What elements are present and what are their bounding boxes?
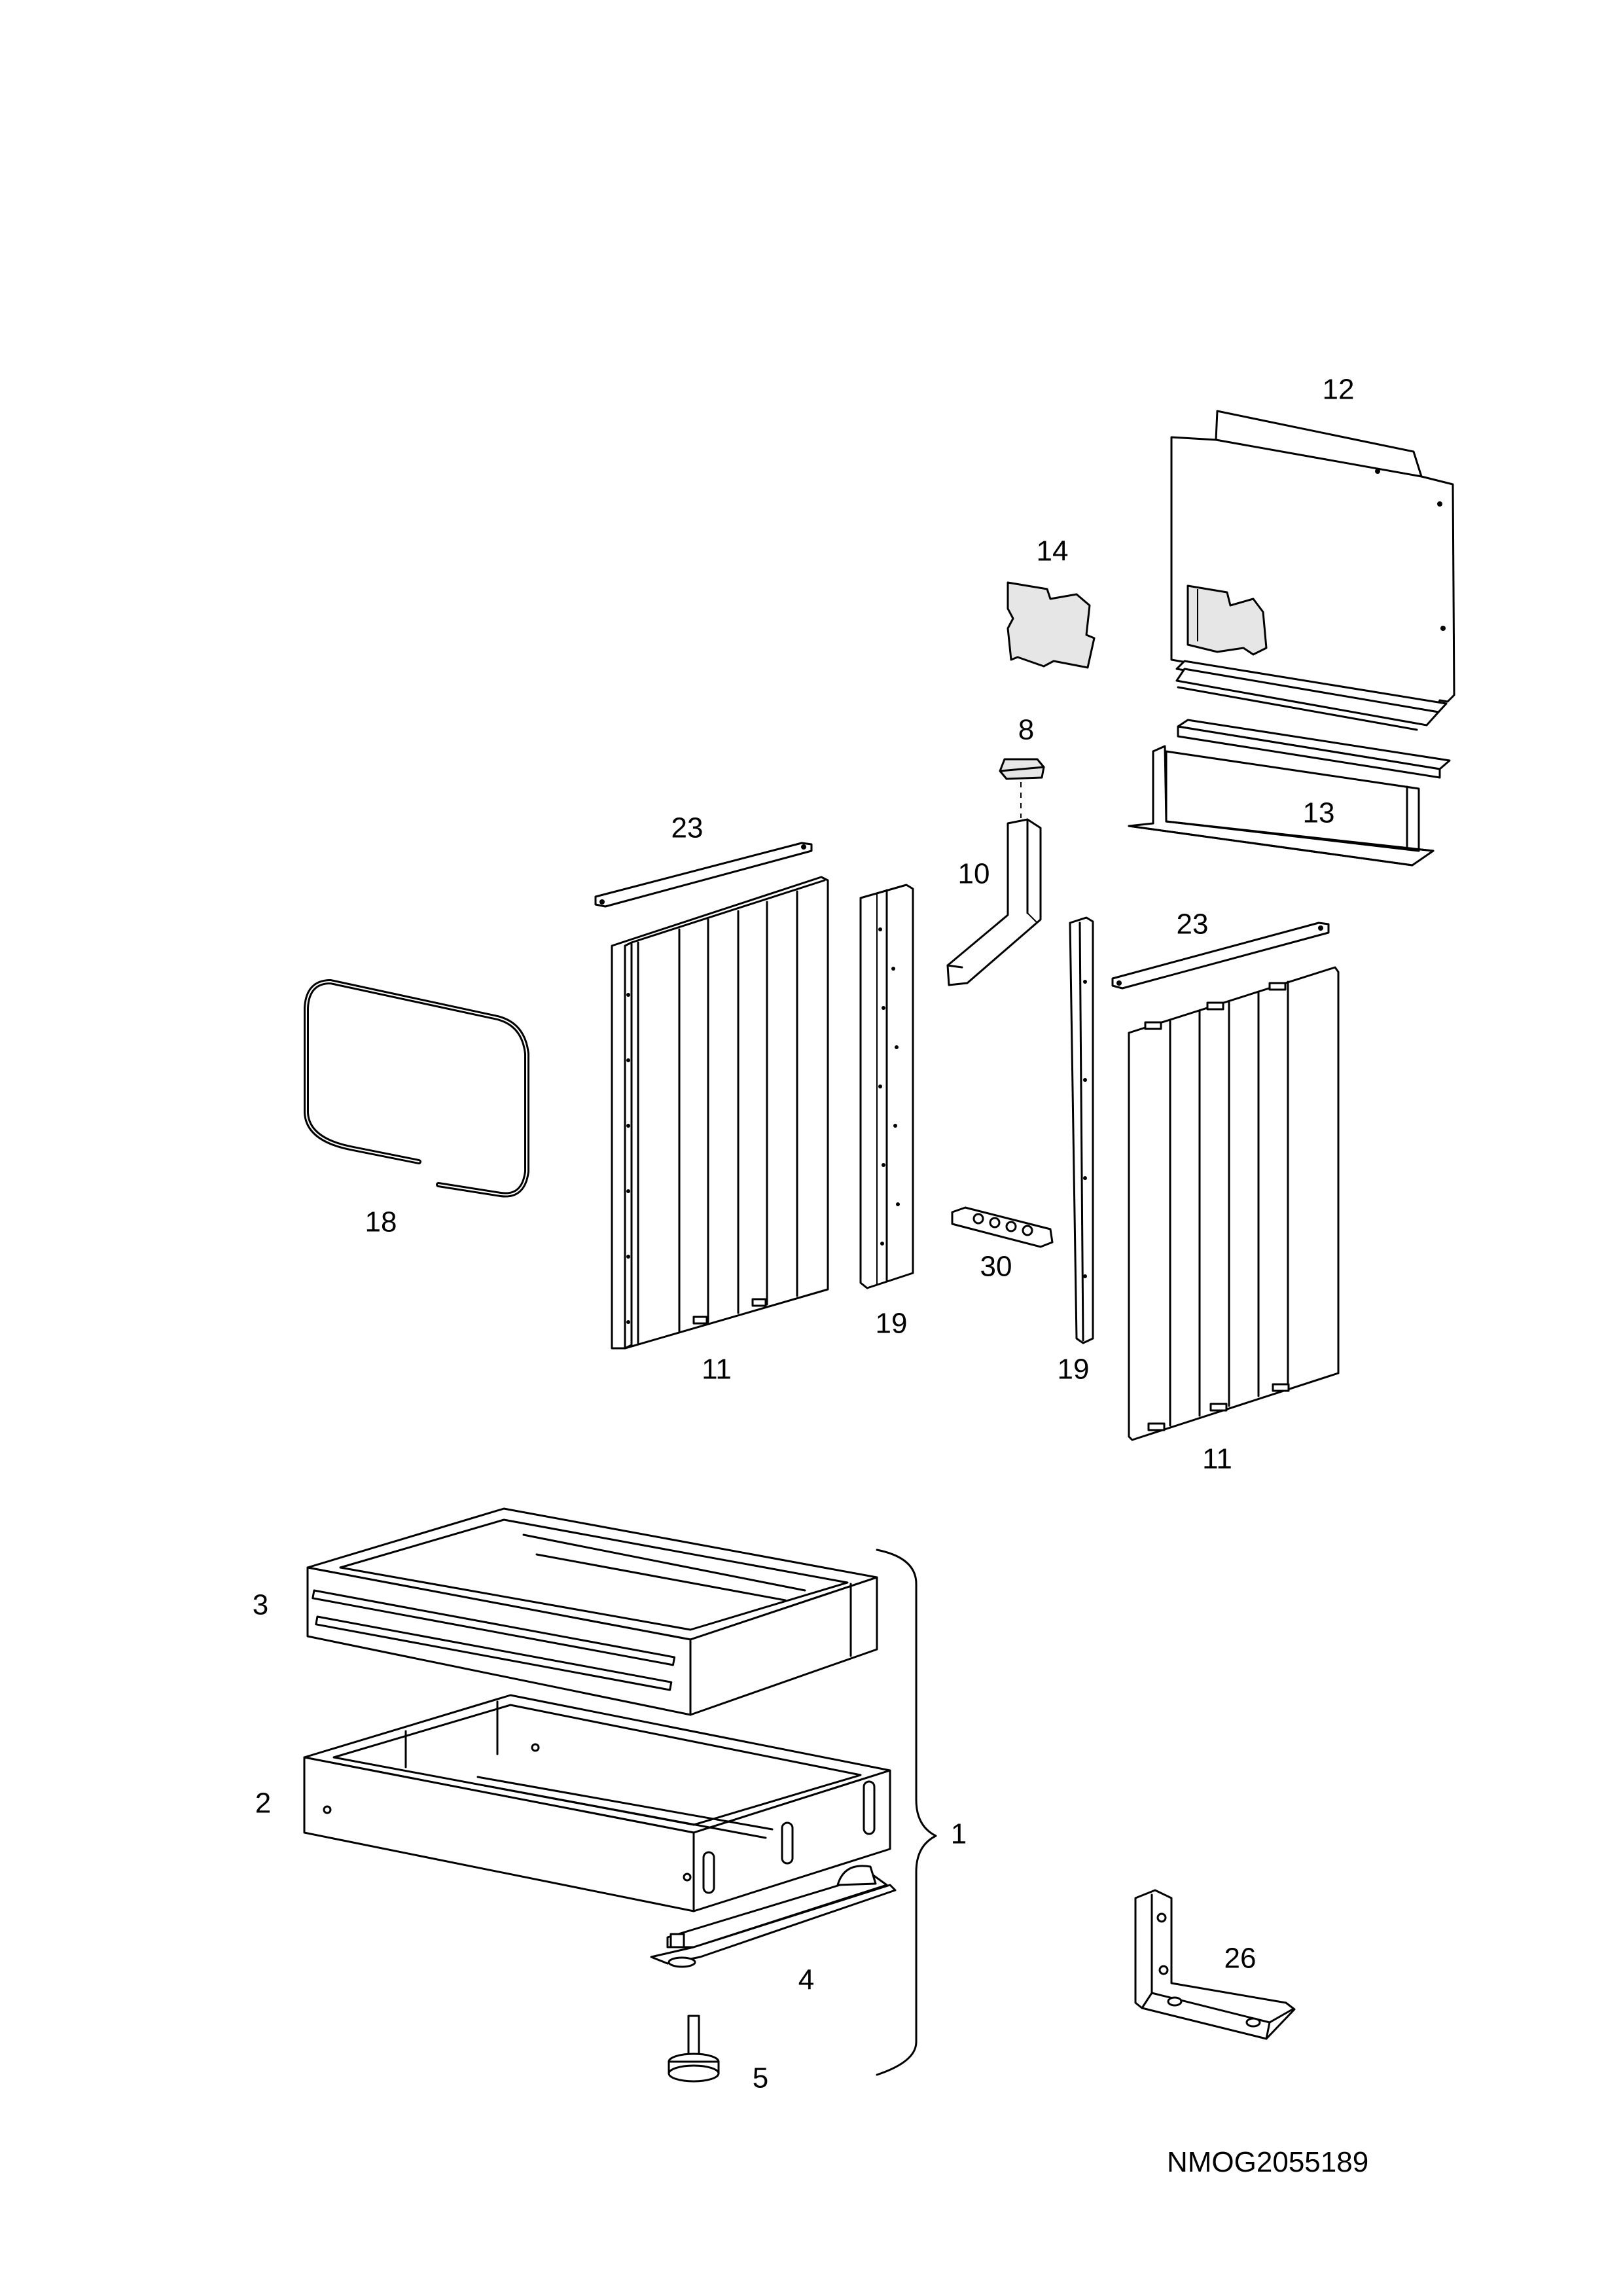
part-14-cover-plate xyxy=(1007,581,1096,669)
callout-5: 5 xyxy=(753,2062,768,2094)
callout-26: 26 xyxy=(1224,1943,1257,1975)
part-4-foot-rail xyxy=(650,1865,897,1968)
callout-18: 18 xyxy=(365,1206,397,1238)
part-26-corner-bracket xyxy=(1134,1889,1296,2040)
callout-10: 10 xyxy=(958,858,990,890)
callout-30: 30 xyxy=(980,1251,1012,1283)
part-30-terminal-block xyxy=(951,1206,1054,1248)
callout-4: 4 xyxy=(798,1964,814,1996)
callout-19-right: 19 xyxy=(1058,1354,1090,1386)
callout-12: 12 xyxy=(1323,374,1355,406)
part-8-sleeve xyxy=(999,758,1045,818)
part-11-side-panel-right xyxy=(1128,966,1340,1441)
part-11-side-panel-left xyxy=(611,876,829,1350)
callout-1: 1 xyxy=(951,1818,967,1850)
part-10-bent-duct xyxy=(946,818,1042,986)
callout-14: 14 xyxy=(1037,535,1069,567)
part-19-corner-post-left xyxy=(859,884,914,1289)
part-18-door-seal xyxy=(304,979,529,1198)
part-19-corner-post-right xyxy=(1069,916,1094,1344)
part-5-adjustable-foot xyxy=(668,2015,720,2083)
part-2-lower-base-frame xyxy=(303,1694,891,1912)
part-12-rear-panel xyxy=(1170,410,1455,731)
callout-11-right: 11 xyxy=(1202,1443,1232,1475)
part-23-top-rail-right xyxy=(1111,922,1330,990)
assembly-1-bracket xyxy=(876,1549,937,2076)
callout-23-left: 23 xyxy=(671,812,704,844)
part-3-upper-base-frame xyxy=(306,1507,878,1716)
callout-13: 13 xyxy=(1303,797,1335,829)
part-13-lower-rear-panel xyxy=(1128,719,1451,867)
callout-8: 8 xyxy=(1018,714,1034,746)
callout-23-right: 23 xyxy=(1177,908,1209,941)
callout-19-left: 19 xyxy=(876,1308,908,1340)
callout-2: 2 xyxy=(255,1787,271,1820)
part-23-top-rail-left xyxy=(594,842,813,908)
callout-11-left: 11 xyxy=(702,1354,732,1386)
drawing-code: NMOG2055189 xyxy=(1167,2146,1368,2178)
callout-3: 3 xyxy=(253,1589,268,1621)
